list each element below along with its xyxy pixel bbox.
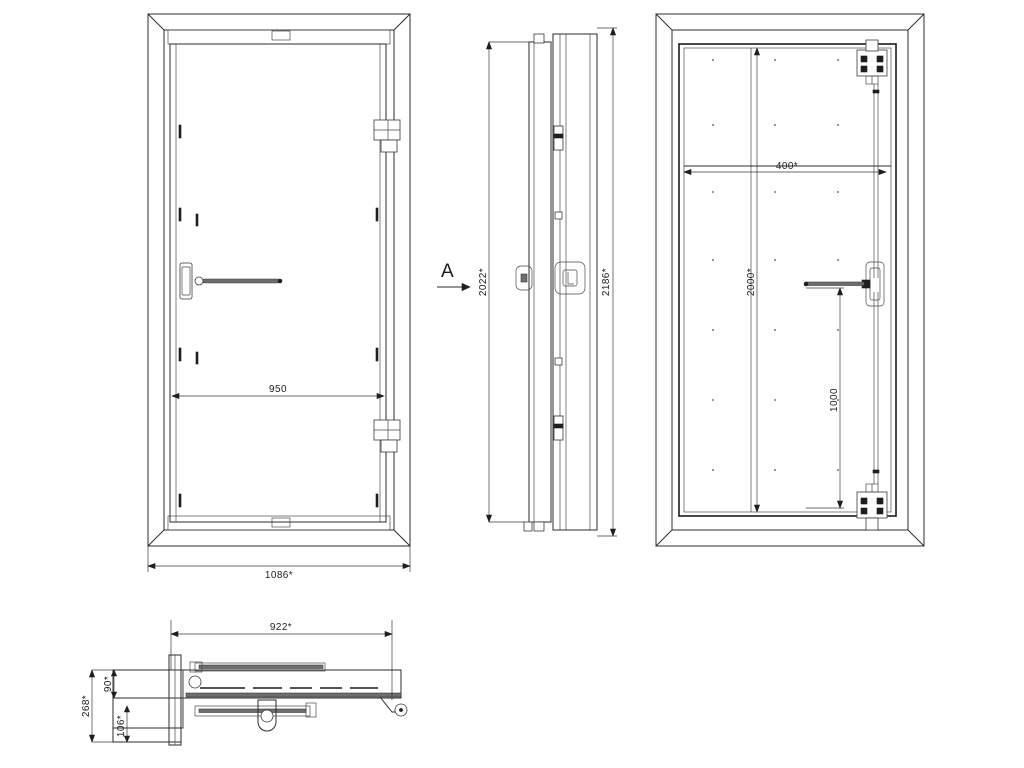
bottom-pin-nub-2 bbox=[523, 521, 533, 532]
bottom-rail-band bbox=[167, 515, 391, 531]
espagnolette-rod-assembly bbox=[872, 84, 880, 484]
view-rear-interior: 400* 2000* 1000 bbox=[656, 14, 924, 546]
dimension-door-leaf-width: 950 bbox=[171, 384, 385, 400]
bottom-upper-rail-core bbox=[198, 664, 324, 669]
dimension-label-90: 90* bbox=[103, 676, 114, 692]
side-handle-core bbox=[520, 273, 528, 283]
side-lock-cylinder bbox=[562, 269, 578, 287]
mitre-corner-br bbox=[394, 530, 410, 546]
view-bottom-section: 922* 268* 90* 106* bbox=[81, 620, 408, 745]
gasket-tick-marks bbox=[178, 124, 379, 508]
rear-mitre-br bbox=[908, 530, 924, 546]
bottom-upper-rail bbox=[194, 662, 326, 672]
side-lock-cam bbox=[567, 272, 574, 285]
arrow-right-icon bbox=[437, 282, 471, 292]
dimension-clear-opening-height: 2000* bbox=[746, 47, 761, 513]
hinge-upper bbox=[373, 119, 401, 153]
dimension-label-106: 106* bbox=[116, 715, 127, 737]
bottom-pivot-circle bbox=[188, 675, 202, 689]
dimension-label-2186: 2186* bbox=[601, 268, 612, 296]
dimension-lower-depth: 106* bbox=[116, 705, 131, 743]
dimension-frame-height: 2186* bbox=[597, 27, 617, 537]
dimension-upper-depth: 90* bbox=[103, 669, 118, 699]
mitre-corner-bl bbox=[148, 530, 164, 546]
side-hinge-upper bbox=[553, 125, 564, 151]
dimension-rod-length: 1000 bbox=[806, 287, 844, 509]
rear-frame-outer bbox=[656, 14, 924, 546]
dimension-leaf-height: 2022* bbox=[478, 41, 529, 523]
rear-leaf-panel bbox=[678, 43, 897, 517]
rear-hinge-lower bbox=[856, 483, 888, 531]
head-latch-plate bbox=[271, 30, 291, 41]
bottom-roller-assembly bbox=[194, 700, 317, 731]
dimension-label-922: 922* bbox=[270, 622, 292, 633]
mitre-corner-tl bbox=[148, 14, 164, 30]
door-handle-assembly bbox=[179, 262, 283, 300]
bottom-latch-plate bbox=[271, 517, 291, 528]
dimension-label-400: 400* bbox=[776, 161, 798, 172]
bottom-pin-nub bbox=[533, 521, 545, 532]
side-frame-profile bbox=[553, 34, 597, 530]
bottom-pivot-bracket bbox=[189, 661, 203, 673]
frame-outer-outline bbox=[148, 14, 410, 546]
dimension-label-950: 950 bbox=[269, 384, 287, 395]
dimension-frame-overall-width: 1086* bbox=[147, 546, 411, 581]
bottom-right-caster bbox=[380, 697, 408, 717]
dimension-section-total-depth: 268* bbox=[81, 669, 113, 743]
rear-leaf-inner-panel bbox=[683, 47, 892, 513]
dimension-label-2000: 2000* bbox=[746, 268, 757, 296]
hinge-lower bbox=[373, 419, 401, 453]
insulation-marker-dots bbox=[712, 59, 839, 471]
rear-frame-inner bbox=[672, 30, 908, 530]
rear-mitre-bl bbox=[656, 530, 672, 546]
dimension-section-width: 922* bbox=[170, 620, 393, 700]
bottom-main-rail bbox=[185, 692, 402, 698]
dimension-label-2022: 2022* bbox=[478, 268, 489, 296]
section-label-a: A bbox=[441, 261, 454, 282]
rear-hinge-upper bbox=[856, 39, 888, 85]
dimension-panel-width: 400* bbox=[683, 161, 887, 176]
side-lock-body bbox=[554, 261, 586, 295]
side-handle-pocket bbox=[515, 265, 533, 291]
head-rail-band bbox=[167, 29, 391, 45]
mitre-corner-tr bbox=[394, 14, 410, 30]
rear-lock-housing bbox=[803, 261, 885, 307]
section-marker-a: A bbox=[437, 261, 471, 292]
top-pin-nub bbox=[533, 33, 545, 44]
dimension-label-268: 268* bbox=[81, 695, 92, 717]
view-side-section-a: 2022* 2186* bbox=[478, 27, 617, 537]
side-hinge-lower bbox=[553, 415, 564, 441]
dimension-label-1000: 1000 bbox=[829, 388, 840, 412]
rear-mitre-tl bbox=[656, 14, 672, 30]
side-latch-keepers bbox=[554, 211, 563, 366]
door-leaf-outline bbox=[170, 44, 386, 522]
view-front-elevation: 950 1086* bbox=[147, 14, 411, 581]
rear-mitre-tr bbox=[908, 14, 924, 30]
dimension-label-1086: 1086* bbox=[265, 570, 293, 581]
